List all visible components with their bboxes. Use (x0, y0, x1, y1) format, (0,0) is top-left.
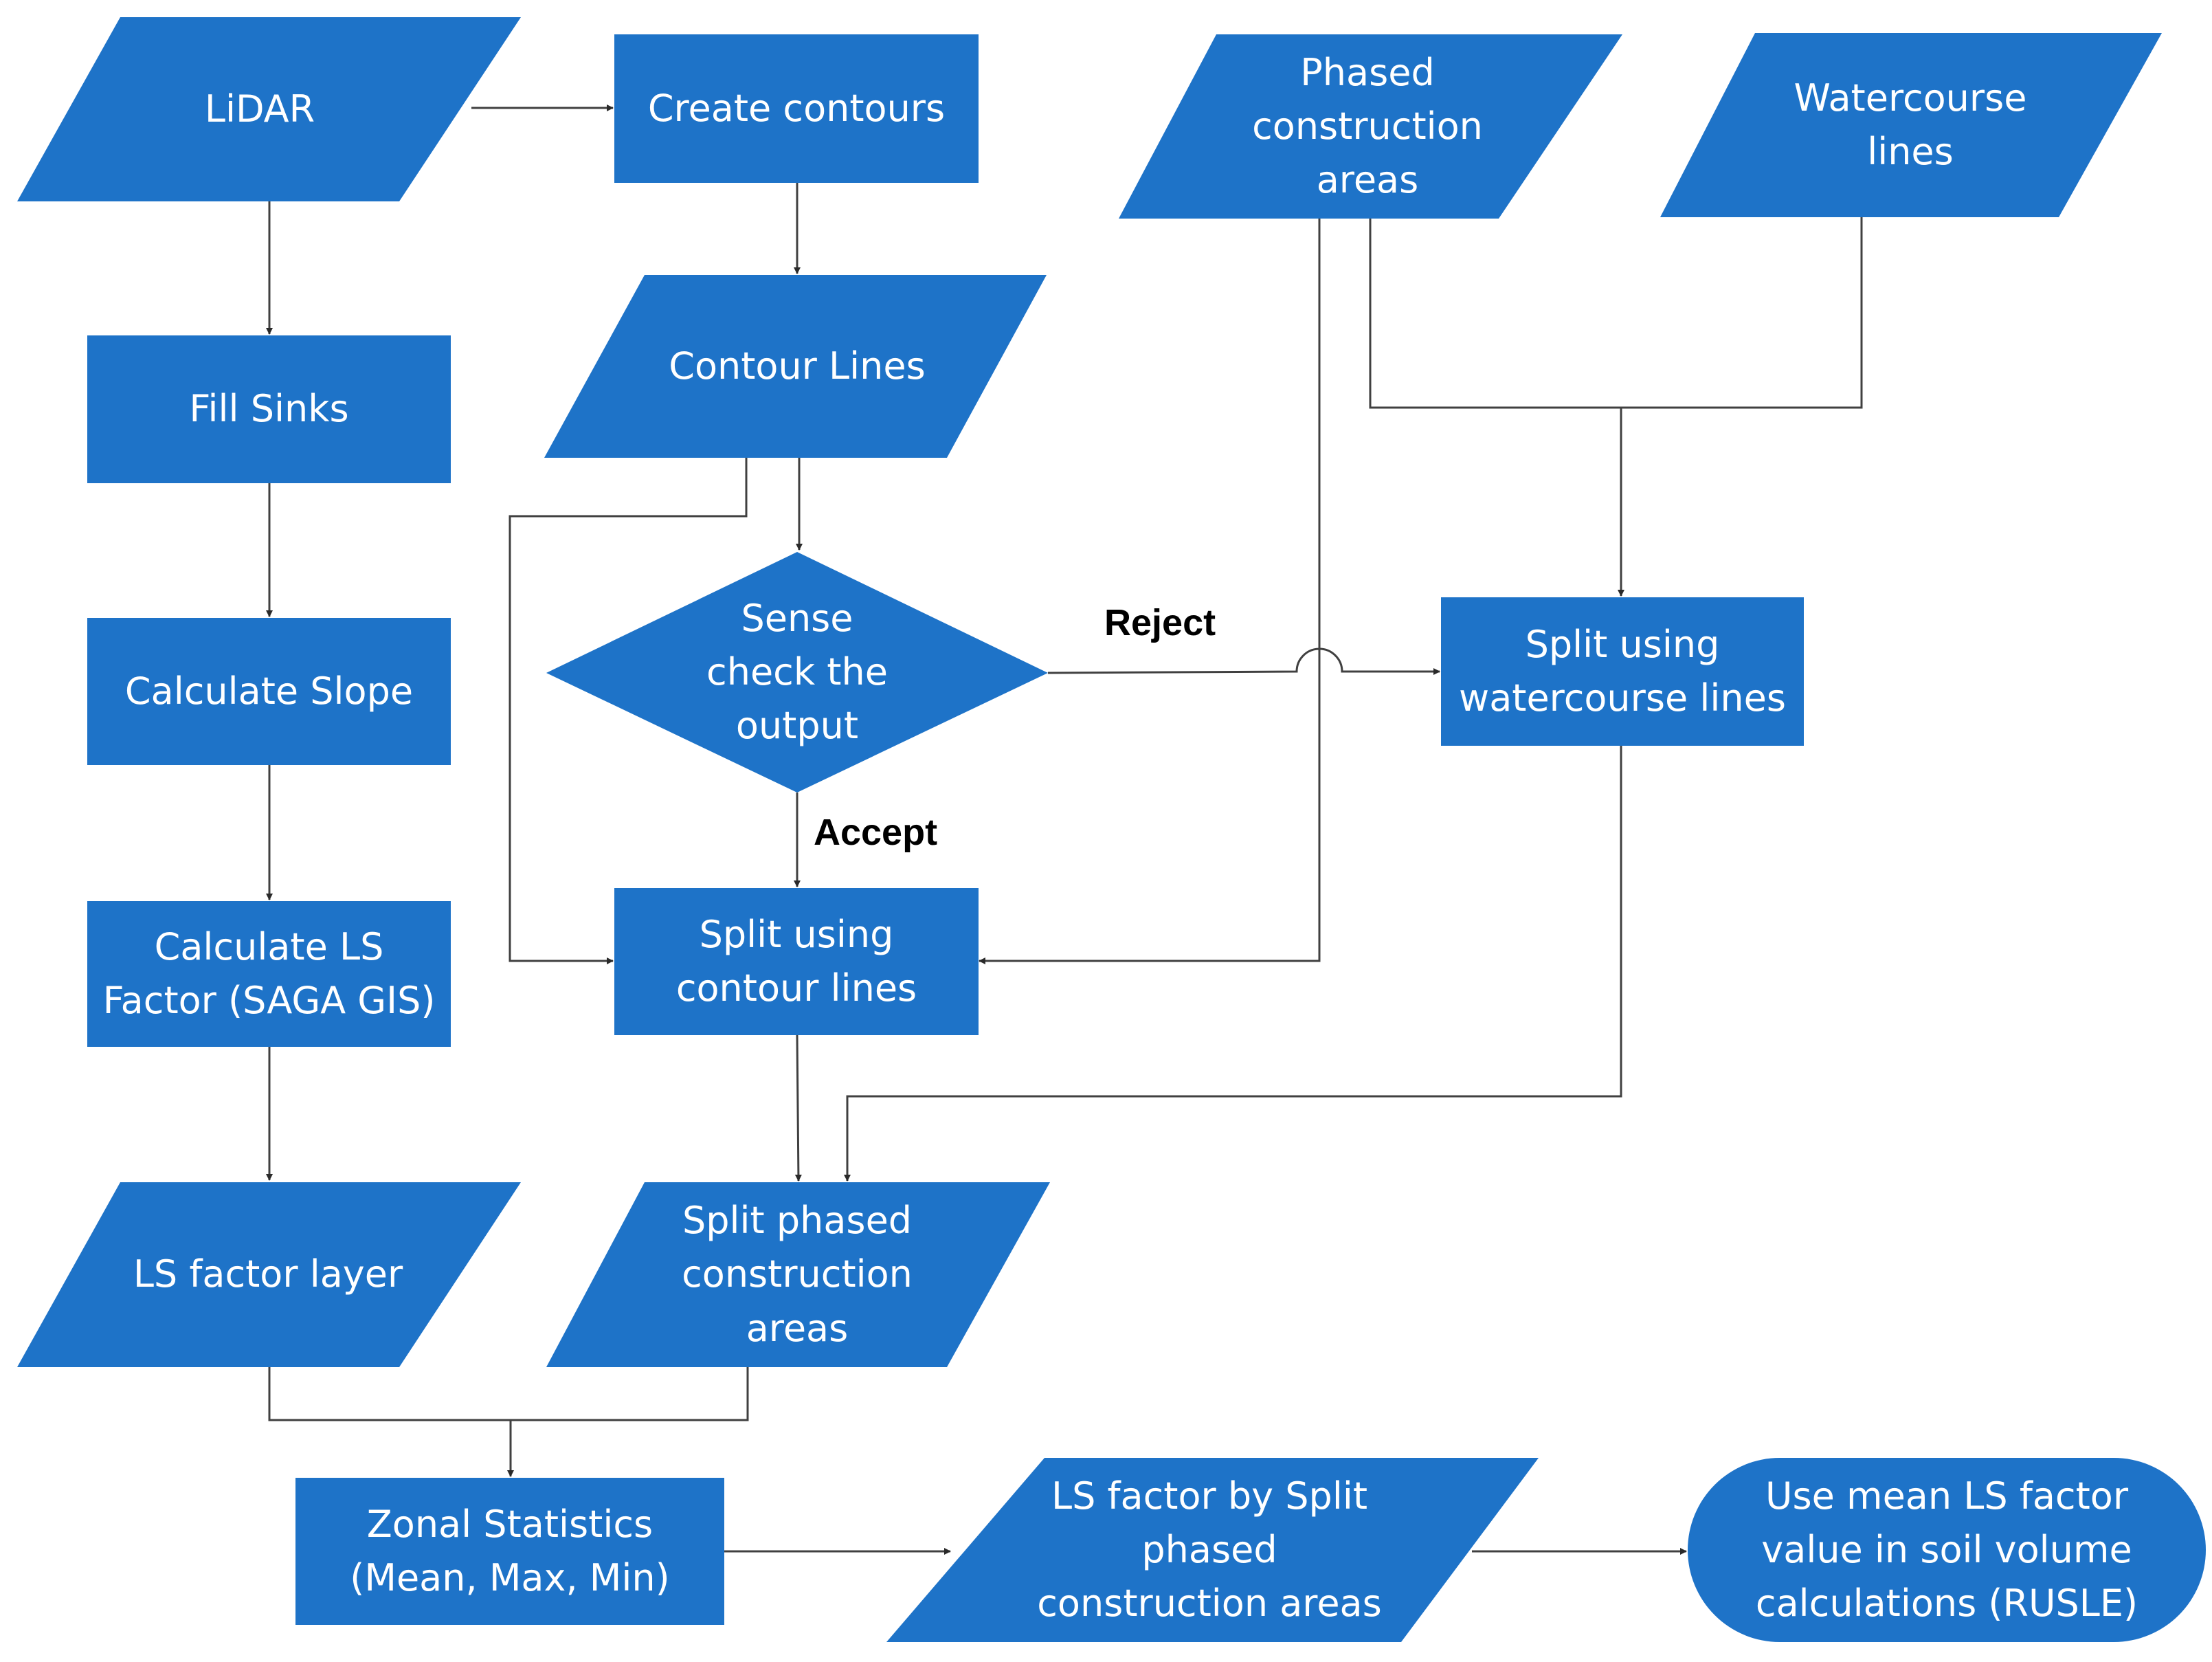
sense-check-decision-shape[interactable] (546, 552, 1048, 793)
edge-watercourse-to-split-watercourse (1621, 217, 1863, 409)
accept-edge-label: Accept (814, 812, 938, 853)
fill-sinks-process-shape[interactable] (87, 335, 451, 483)
contour-lines-data-shape[interactable] (544, 275, 1047, 458)
edge-split-phased-to-zonal-stats (511, 1367, 749, 1421)
split-using-contour-lines-process-shape[interactable] (614, 888, 979, 1035)
calculate-ls-factor-process-shape[interactable] (87, 901, 451, 1047)
create-contours-process-shape[interactable] (614, 34, 979, 183)
split-using-watercourse-lines-process-shape[interactable] (1441, 597, 1804, 746)
edge-ls-layer-to-zonal-stats (268, 1367, 514, 1477)
lidar-data-shape[interactable] (17, 17, 521, 201)
split-phased-construction-areas-data-shape[interactable] (546, 1182, 1050, 1367)
calculate-slope-process-shape[interactable] (87, 618, 451, 765)
edge-split-watercourse-to-split-phased (844, 746, 1622, 1182)
zonal-statistics-process-shape[interactable] (295, 1478, 724, 1625)
edge-phased-to-split-contour (979, 219, 1321, 964)
watercourse-lines-data-shape[interactable] (1660, 33, 2162, 217)
phased-construction-areas-data-shape[interactable] (1119, 34, 1622, 219)
use-mean-ls-factor-terminal-shape[interactable] (1688, 1458, 2206, 1642)
ls-factor-by-split-data-shape[interactable] (886, 1458, 1539, 1642)
reject-edge-label: Reject (1104, 602, 1216, 643)
edge-split-contour-to-split-phased (794, 1034, 802, 1182)
ls-factor-layer-data-shape[interactable] (17, 1182, 521, 1367)
edge-sense-check-reject (1047, 647, 1440, 675)
edge-contour-lines-to-split-contour (509, 458, 748, 964)
edge-phased-to-split-watercourse (1369, 219, 1624, 597)
